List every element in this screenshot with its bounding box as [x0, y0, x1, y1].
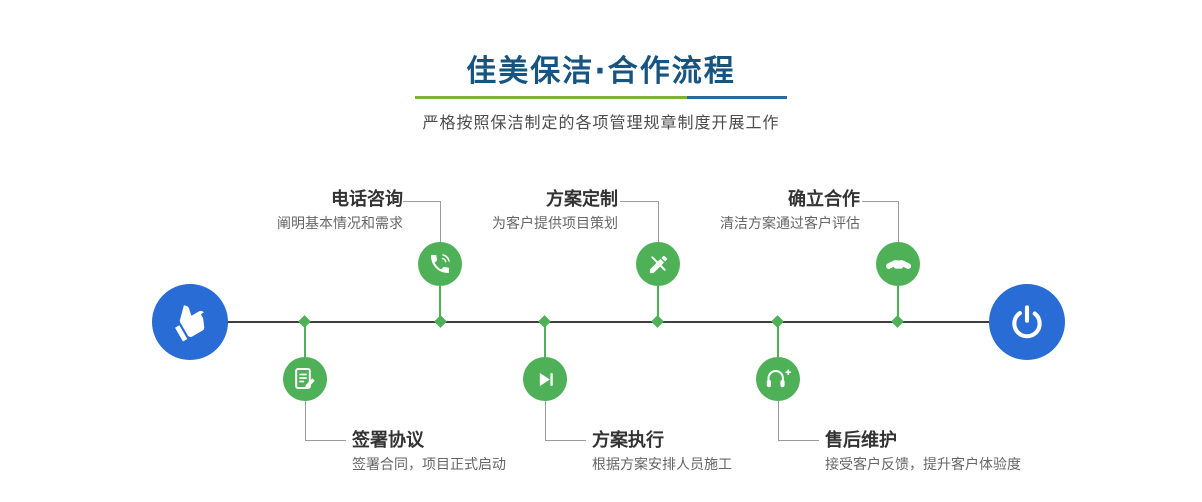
step-node-plan — [636, 242, 680, 286]
headset-icon — [765, 367, 791, 391]
contract-icon — [294, 367, 316, 391]
step-node-cooperation — [876, 242, 920, 286]
step-desc: 清洁方案通过客户评估 — [720, 216, 860, 232]
timeline — [190, 321, 1028, 323]
step-desc: 根据方案安排人员施工 — [592, 457, 732, 473]
step-node-phone — [418, 242, 462, 286]
play-next-icon — [535, 369, 556, 390]
step-node-execution — [523, 357, 567, 401]
underline-green-segment — [415, 96, 687, 99]
label-connector — [403, 201, 441, 243]
timeline-diamond — [651, 315, 664, 328]
page-subtitle: 严格按照保洁制定的各项管理规章制度开展工作 — [422, 113, 780, 132]
label-connector — [305, 401, 346, 441]
step-title: 确立合作 — [788, 189, 860, 210]
connector-stem — [777, 323, 779, 357]
step-desc: 签署合同，项目正式启动 — [352, 457, 506, 473]
step-title: 方案定制 — [546, 189, 618, 210]
handshake-icon — [885, 251, 912, 278]
power-icon — [1008, 303, 1046, 341]
timeline-diamond — [538, 315, 551, 328]
page-title: 佳美保洁·合作流程 — [466, 54, 736, 89]
connector-stem — [897, 286, 899, 321]
timeline-diamond — [434, 315, 447, 328]
connector-stem — [544, 323, 546, 357]
label-connector — [545, 401, 586, 441]
step-desc: 接受客户反馈，提升客户体验度 — [825, 457, 1021, 473]
title-underline — [415, 96, 787, 99]
pencil-tools-icon — [647, 253, 670, 276]
label-connector — [620, 201, 659, 243]
timeline-diamond — [771, 315, 784, 328]
flow-start-node — [152, 284, 228, 360]
connector-stem — [439, 286, 441, 321]
step-desc: 阐明基本情况和需求 — [277, 216, 403, 232]
step-node-aftersales — [756, 357, 800, 401]
step-title: 电话咨询 — [331, 189, 403, 210]
label-connector — [778, 401, 819, 441]
connector-stem — [657, 286, 659, 321]
hand-pointer-icon — [163, 295, 218, 350]
underline-blue-segment — [687, 96, 787, 99]
connector-stem — [304, 323, 306, 357]
step-title: 方案执行 — [592, 430, 664, 451]
step-title: 签署协议 — [352, 430, 424, 451]
step-node-contract — [283, 357, 327, 401]
phone-icon — [428, 252, 452, 276]
step-desc: 为客户提供项目策划 — [492, 216, 618, 232]
flow-end-node — [989, 284, 1065, 360]
timeline-diamond — [891, 315, 904, 328]
label-connector — [862, 201, 899, 243]
timeline-diamond — [298, 315, 311, 328]
step-title: 售后维护 — [825, 430, 897, 451]
